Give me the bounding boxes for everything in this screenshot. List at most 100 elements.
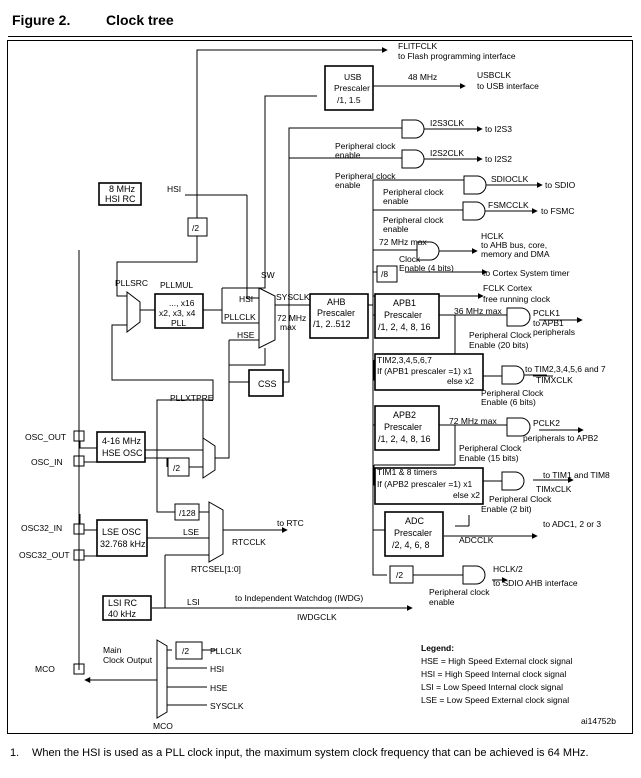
- pce20-1: Peripheral Clock: [469, 330, 532, 340]
- lsi-rc-line-1: LSI RC: [108, 598, 138, 608]
- tim2-multiplier-block: [374, 353, 484, 391]
- usb-48mhz-label: 48 MHz: [408, 72, 437, 82]
- lsi-label: LSI: [187, 597, 200, 607]
- diagram-text: FLITFCLK to Flash programming interface …: [19, 41, 616, 731]
- div2-mco-label: /2: [182, 646, 189, 656]
- osc32-out-label: OSC32_OUT: [19, 550, 70, 560]
- hsi-label: HSI: [167, 184, 181, 194]
- fsmcclk-label: FSMCCLK: [488, 200, 529, 210]
- hse-osc-line-1: 4-16 MHz: [102, 436, 142, 446]
- to-tim1-label: to TIM1 and TIM8: [543, 470, 610, 480]
- i2s-enable-1b: enable: [335, 150, 361, 160]
- flitfclk-label: FLITFCLK: [398, 41, 438, 51]
- pll-line-1: ..., x16: [169, 298, 195, 308]
- hclk2-enable-2: enable: [429, 597, 455, 607]
- ahb-line-3: /1, 2..512: [313, 319, 351, 329]
- pclk1-desc-1: to APB1: [533, 318, 564, 328]
- to-i2s3-label: to I2S3: [485, 124, 512, 134]
- fclk-label: FCLK Cortex: [483, 283, 533, 293]
- pce2-2: Enable (2 bit): [481, 504, 532, 514]
- pll-block: [154, 293, 204, 329]
- pce15-2: Enable (15 bits): [459, 453, 519, 463]
- hclk-max-label: 72 MHz max: [379, 237, 427, 247]
- legend-title: Legend:: [421, 643, 454, 653]
- tim2-line-1: TIM2,3,4,5,6,7: [377, 355, 432, 365]
- hclk2-gate: [462, 565, 486, 585]
- apb1-prescaler-block: [374, 293, 440, 339]
- usb-prescaler-block: [324, 65, 374, 111]
- adc-line-3: /2, 4, 6, 8: [392, 540, 430, 550]
- sw-label: SW: [261, 270, 275, 280]
- usbclk-label: USBCLK: [477, 70, 511, 80]
- apb1-line-2: Prescaler: [384, 310, 422, 320]
- sdioclk-label: SDIOCLK: [491, 174, 529, 184]
- css-label: CSS: [258, 379, 277, 389]
- sysclk-label: SYSCLK: [276, 292, 310, 302]
- hclk-desc-2: memory and DMA: [481, 249, 550, 259]
- footnote-text: When the HSI is used as a PLL clock inpu…: [32, 747, 589, 759]
- usb-line-3: /1, 1.5: [337, 95, 361, 105]
- hclk-label: HCLK: [481, 231, 504, 241]
- pce6-2: Enable (6 bits): [481, 397, 536, 407]
- to-i2s2-label: to I2S2: [485, 154, 512, 164]
- fsmc-enable: Peripheral clock: [383, 215, 444, 225]
- hsi-rc-line-1: 8 MHz: [109, 184, 136, 194]
- hsi-sw-label: HSI: [239, 294, 253, 304]
- figure-number: Figure 2.: [12, 12, 71, 28]
- pllsrc-label: PLLSRC: [115, 278, 148, 288]
- i2s-enable-1: Peripheral clock: [335, 141, 396, 151]
- rtcsel-mux: [208, 501, 224, 563]
- hclk2-label: HCLK/2: [493, 564, 523, 574]
- lse-osc-line-2: 32.768 kHz: [100, 539, 146, 549]
- pclk2-gate: [506, 417, 531, 437]
- pce2-1: Peripheral Clock: [489, 494, 552, 504]
- hse-osc-block: [96, 431, 146, 463]
- hsi-rc-line-2: HSI RC: [105, 194, 136, 204]
- timxclk2-gate: [501, 471, 525, 491]
- css-block: [248, 369, 284, 397]
- ahb-line-1: AHB: [327, 297, 346, 307]
- div2-hsi-label: /2: [192, 223, 199, 233]
- div128-label: /128: [179, 508, 196, 518]
- mco-pllclk-label: PLLCLK: [210, 646, 242, 656]
- sdio-enable-b: enable: [383, 196, 409, 206]
- flitfclk-desc: to Flash programming interface: [398, 51, 516, 61]
- main-clock-output-2: Clock Output: [103, 655, 153, 665]
- timxclk-label: TIMXCLK: [536, 375, 573, 385]
- lsi-rc-block: [102, 595, 152, 621]
- sdio-gate: [463, 175, 487, 195]
- usbclk-desc: to USB interface: [477, 81, 539, 91]
- i2s3clk-label: I2S3CLK: [430, 118, 464, 128]
- pll-line-2: x2, x3, x4: [159, 308, 196, 318]
- div2-mco-block: [175, 641, 203, 660]
- legend-item-lsi: LSI = Low Speed Internal clock signal: [421, 682, 563, 692]
- diagram-frame: [7, 40, 633, 734]
- osc-out-label: OSC_OUT: [25, 432, 66, 442]
- to-rtc-label: to RTC: [277, 518, 304, 528]
- rtcsel-label: RTCSEL[1:0]: [191, 564, 241, 574]
- i2s3-gate: [401, 119, 425, 139]
- tim2-line-2: If (APB1 prescaler =1) x1: [377, 366, 472, 376]
- hse-sw-label: HSE: [237, 330, 255, 340]
- osc-in-label: OSC_IN: [31, 457, 63, 467]
- osc32-in-label: OSC32_IN: [21, 523, 62, 533]
- adc-prescaler-block: [384, 511, 444, 557]
- blocks: [96, 65, 484, 660]
- output-arrows: [424, 126, 547, 376]
- pllmul-label: PLLMUL: [160, 280, 193, 290]
- div8-block: [376, 265, 398, 283]
- to-fsmc-label: to FSMC: [541, 206, 575, 216]
- to-iwdg-label: to Independent Watchdog (IWDG): [235, 593, 363, 603]
- pllsrc-mux: [126, 290, 141, 334]
- to-adc-label: to ADC1, 2 or 3: [543, 519, 601, 529]
- sdio-enable: Peripheral clock: [383, 187, 444, 197]
- apb2-max-label: 72 MHz max: [449, 416, 497, 426]
- hclk2-desc: to SDIO AHB interface: [493, 578, 578, 588]
- hclk-desc-1: to AHB bus, core,: [481, 240, 547, 250]
- pclk1-desc-2: peripherals: [533, 327, 575, 337]
- main-clock-output-1: Main: [103, 645, 122, 655]
- div2-hsi-block: [187, 217, 208, 237]
- timxclk-gate: [501, 365, 525, 385]
- hse-osc-line-2: HSE OSC: [102, 448, 143, 458]
- pclk2-label: PCLK2: [533, 418, 560, 428]
